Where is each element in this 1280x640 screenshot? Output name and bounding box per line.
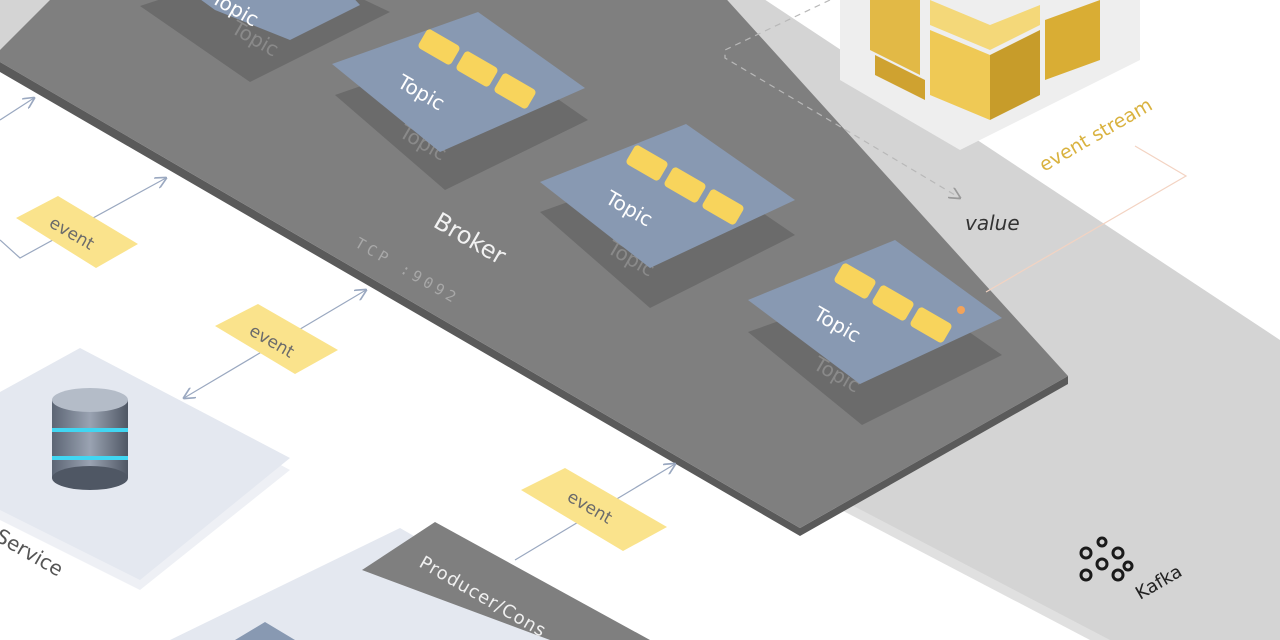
topic-card-3[interactable]	[748, 240, 1002, 384]
event-stream-label: event stream	[1036, 94, 1157, 176]
event-dot	[702, 189, 744, 225]
database-icon	[52, 388, 128, 490]
arrow	[0, 98, 34, 121]
topic-card-0[interactable]	[160, 0, 360, 40]
service-panel	[0, 348, 290, 580]
arrow	[0, 178, 166, 259]
topic-card-1[interactable]	[332, 12, 585, 152]
producer-panel	[170, 528, 560, 640]
event-dot	[494, 73, 536, 109]
event-dot	[834, 263, 876, 299]
event-dot	[626, 145, 668, 181]
cube-face	[930, 0, 1040, 50]
broker-slab	[0, 0, 1068, 528]
event-stream-cube	[724, 0, 1140, 198]
event-dot	[456, 51, 498, 87]
event-dot	[872, 285, 914, 321]
dashed-outline	[724, 0, 960, 198]
event-note-1[interactable]	[215, 304, 338, 374]
event-dot	[418, 29, 460, 65]
value-label: value	[965, 211, 1020, 235]
event-dot	[664, 167, 706, 203]
cube-face	[990, 30, 1040, 120]
cube-face	[875, 55, 925, 100]
producer-bar[interactable]	[362, 522, 650, 640]
event-stream-connector	[985, 145, 1188, 293]
highlight-dot	[957, 306, 965, 314]
topic-card-2[interactable]	[540, 124, 795, 268]
event-dot	[910, 307, 952, 343]
producer-tile	[235, 622, 295, 640]
cube-face	[870, 0, 920, 75]
kafka-logo-icon	[1079, 536, 1134, 582]
event-note-0[interactable]	[16, 196, 138, 268]
event-note-2[interactable]	[521, 468, 667, 551]
cube-face	[930, 30, 990, 120]
cube-face	[1045, 0, 1100, 80]
